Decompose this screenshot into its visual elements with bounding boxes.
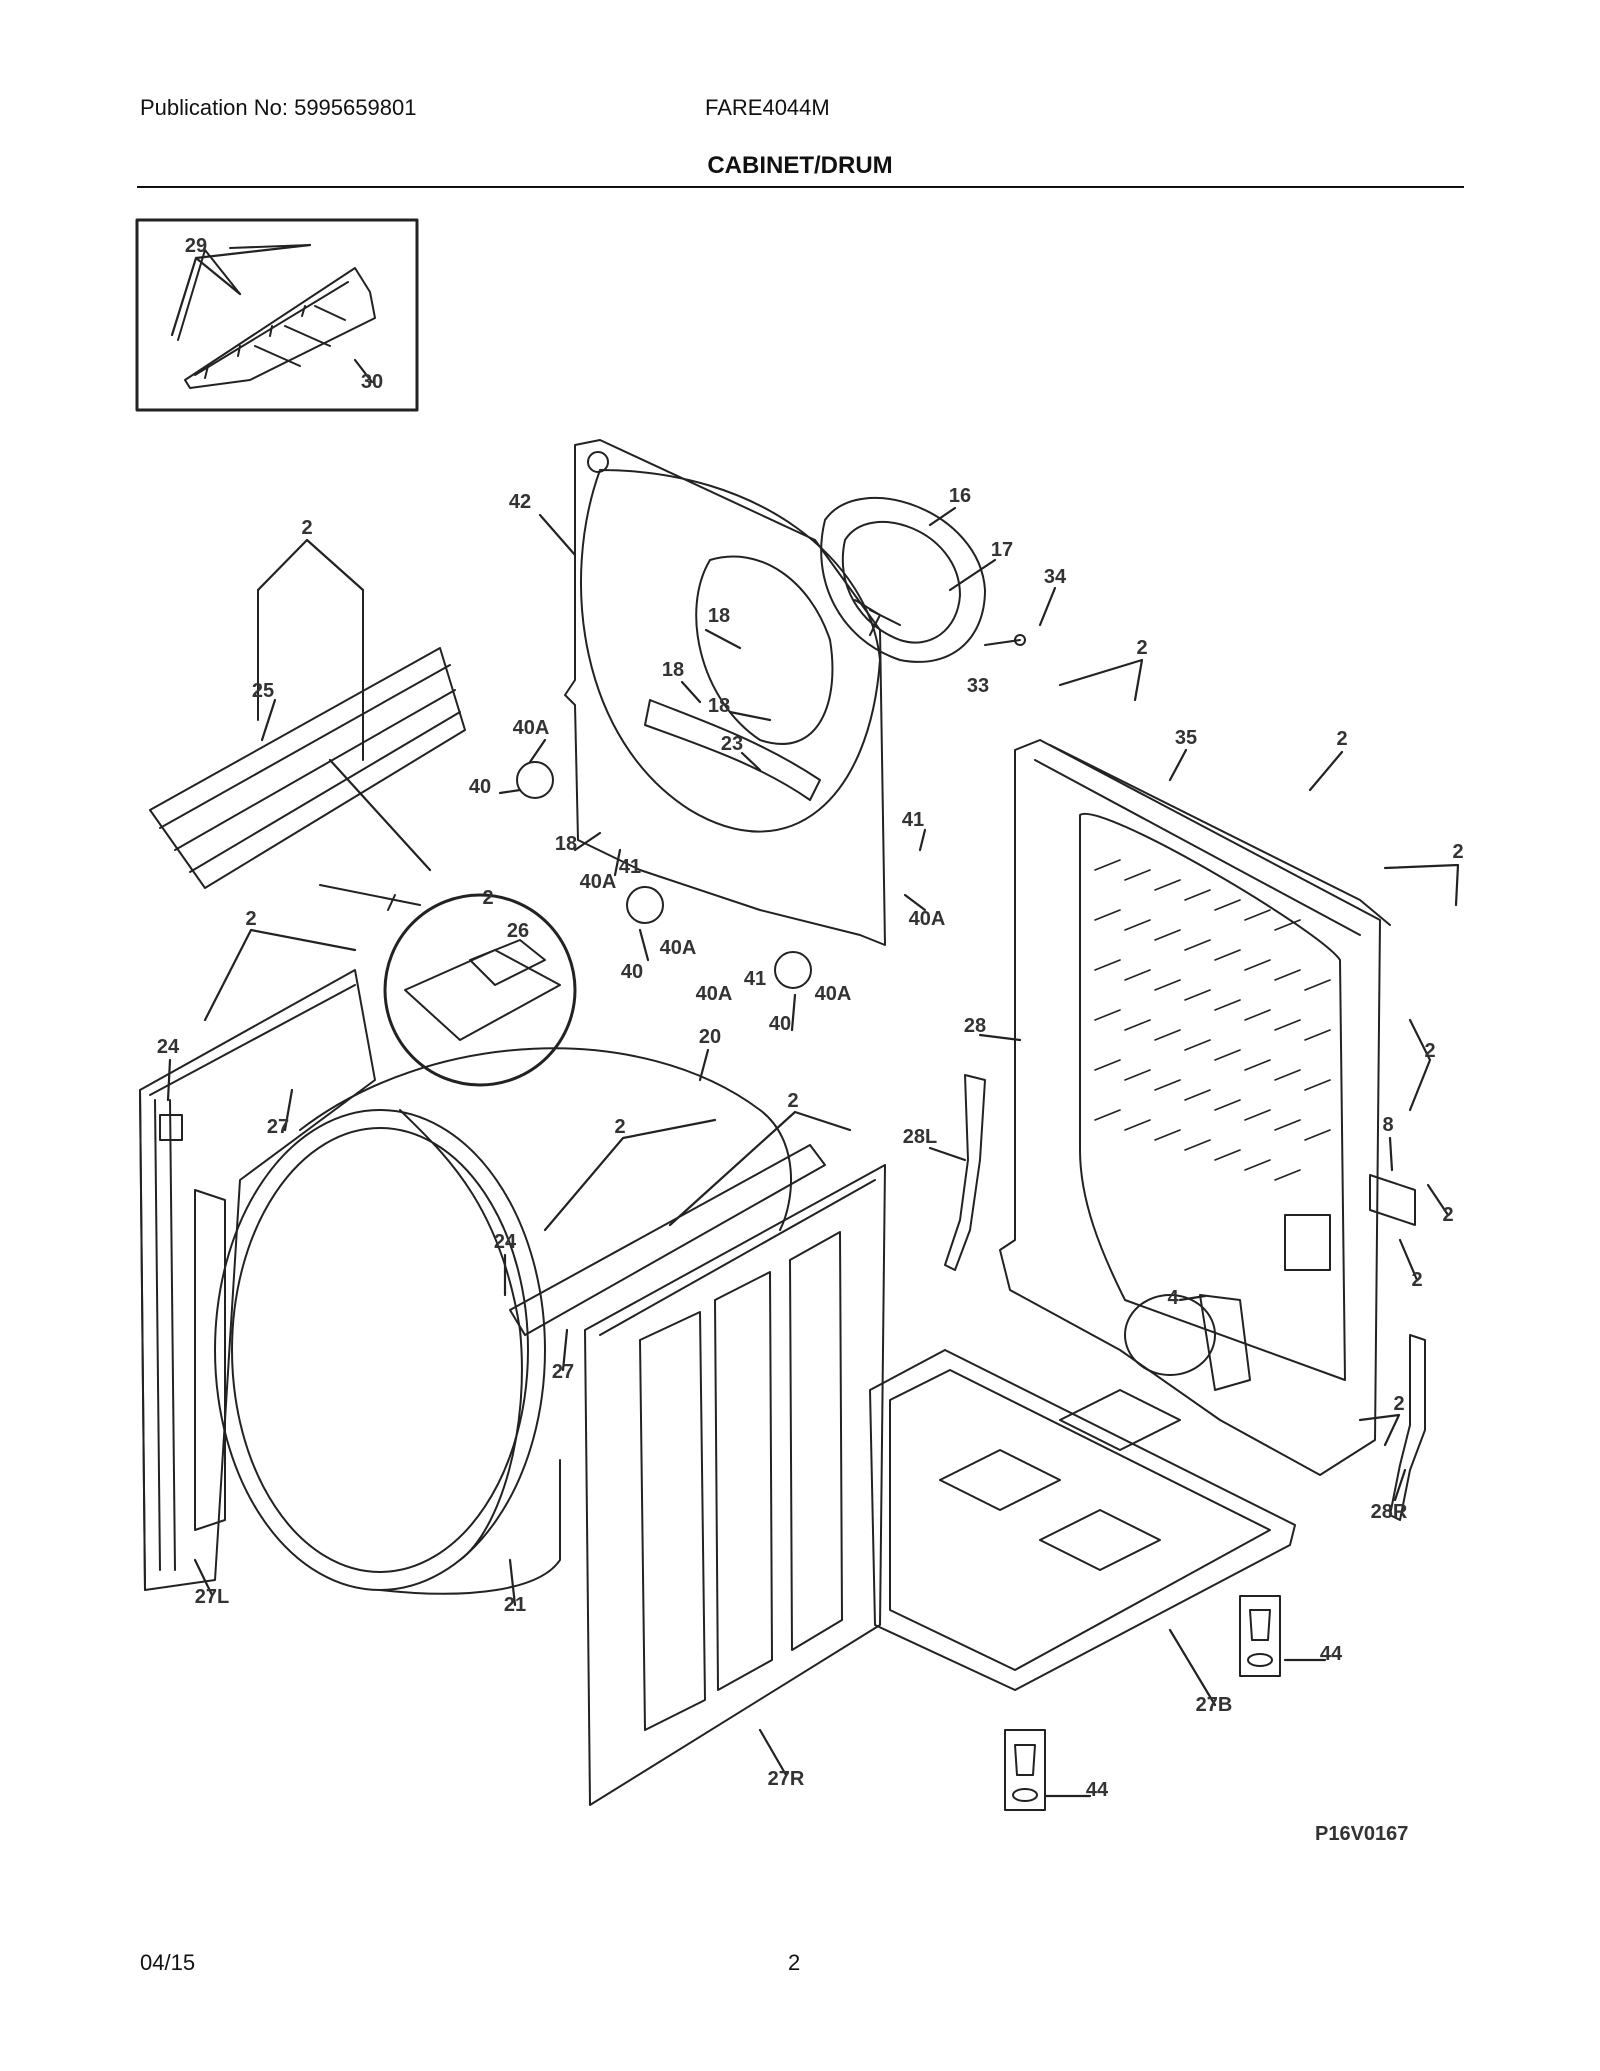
footer-date: 04/15 [140, 1950, 196, 1975]
callout-c18b: 18 [662, 659, 684, 681]
callout-c2f: 2 [1136, 637, 1147, 659]
callout-c27L: 27L [195, 1586, 229, 1608]
callout-c18c: 18 [708, 695, 730, 717]
callout-c28: 28 [964, 1015, 986, 1037]
callout-c41c: 41 [744, 968, 766, 990]
callout-c8: 8 [1382, 1114, 1393, 1136]
callout-c21: 21 [504, 1594, 526, 1616]
callout-c23: 23 [721, 733, 743, 755]
callout-c40Ac: 40A [909, 908, 946, 930]
drum-part [214, 1047, 793, 1595]
callout-c44b: 44 [1086, 1779, 1109, 1801]
callout-c26: 26 [507, 920, 529, 942]
callout-c20: 20 [699, 1026, 721, 1048]
callout-c41b: 41 [902, 809, 924, 831]
callout-c2e: 2 [787, 1090, 798, 1112]
roller-wheel-2 [626, 886, 664, 924]
callout-c4: 4 [1167, 1287, 1179, 1309]
callout-c24a: 24 [157, 1036, 180, 1058]
right-strap-part [1389, 1334, 1426, 1521]
callout-c27R: 27R [768, 1768, 805, 1790]
callout-c2d: 2 [614, 1116, 625, 1138]
roller-wheel-3 [774, 951, 812, 989]
callout-c2h: 2 [1452, 841, 1463, 863]
callout-c30: 30 [361, 371, 383, 393]
callout-c2l: 2 [1393, 1393, 1404, 1415]
rear-bulkhead-part [564, 439, 886, 946]
callout-c40Ad: 40A [660, 937, 697, 959]
leader-lines [166, 243, 1460, 1798]
front-panel [509, 1144, 886, 1806]
callout-c34: 34 [1044, 566, 1067, 588]
control-board-inset [319, 884, 577, 1087]
callout-c16: 16 [949, 485, 971, 507]
callout-c2c: 2 [245, 908, 256, 930]
callout-c2g: 2 [1336, 728, 1347, 750]
callout-c33: 33 [967, 675, 989, 697]
callout-c27B: 27B [1196, 1694, 1233, 1716]
callout-c40Ab: 40A [580, 871, 617, 893]
callout-c28R: 28R [1371, 1501, 1408, 1523]
callout-c27a: 27 [267, 1116, 289, 1138]
callout-c40c: 40 [769, 1013, 791, 1035]
leveling-foot-left [1004, 1729, 1046, 1811]
callout-c29: 29 [185, 235, 207, 257]
blower-housing-part [820, 496, 1026, 663]
callout-c40b: 40 [621, 961, 643, 983]
callout-c42: 42 [509, 491, 531, 513]
header-rule [137, 186, 1464, 188]
roller-wheel-1 [516, 761, 554, 799]
rear-panel-vents [1094, 859, 1331, 1181]
left-strap-part [944, 1074, 986, 1271]
callout-c2a: 2 [301, 517, 312, 539]
callout-c17: 17 [991, 539, 1013, 561]
rear-panel [999, 739, 1416, 1476]
callout-c18a: 18 [708, 605, 730, 627]
callout-c41a: 41 [619, 856, 641, 878]
publication-number: Publication No: 5995659801 [140, 95, 417, 120]
leveling-foot-right [1239, 1595, 1281, 1677]
callout-c2k: 2 [1411, 1269, 1422, 1291]
base-part [869, 1349, 1296, 1691]
drawing-id: P16V0167 [1315, 1823, 1408, 1845]
left-side-panel [139, 969, 376, 1591]
callout-c25: 25 [252, 680, 274, 702]
callout-c40Aa: 40A [513, 717, 550, 739]
callout-c40a: 40 [469, 776, 491, 798]
callout-c24b: 24 [494, 1231, 517, 1253]
callout-c44a: 44 [1320, 1643, 1343, 1665]
page-number: 2 [788, 1950, 801, 1975]
callout-c40Ae: 40A [696, 983, 733, 1005]
callout-c18d: 18 [555, 833, 577, 855]
callout-c40Af: 40A [815, 983, 852, 1005]
section-title: CABINET/DRUM [707, 152, 893, 179]
callout-c35: 35 [1175, 727, 1197, 749]
callout-c27b: 27 [552, 1361, 574, 1383]
top-panel-part [149, 589, 466, 889]
inset-box [135, 218, 419, 412]
callout-c2b: 2 [482, 887, 493, 909]
callout-c2i: 2 [1424, 1040, 1435, 1062]
model-number: FARE4044M [705, 95, 830, 120]
callout-c2j: 2 [1442, 1204, 1453, 1226]
callout-c28L: 28L [903, 1126, 937, 1148]
